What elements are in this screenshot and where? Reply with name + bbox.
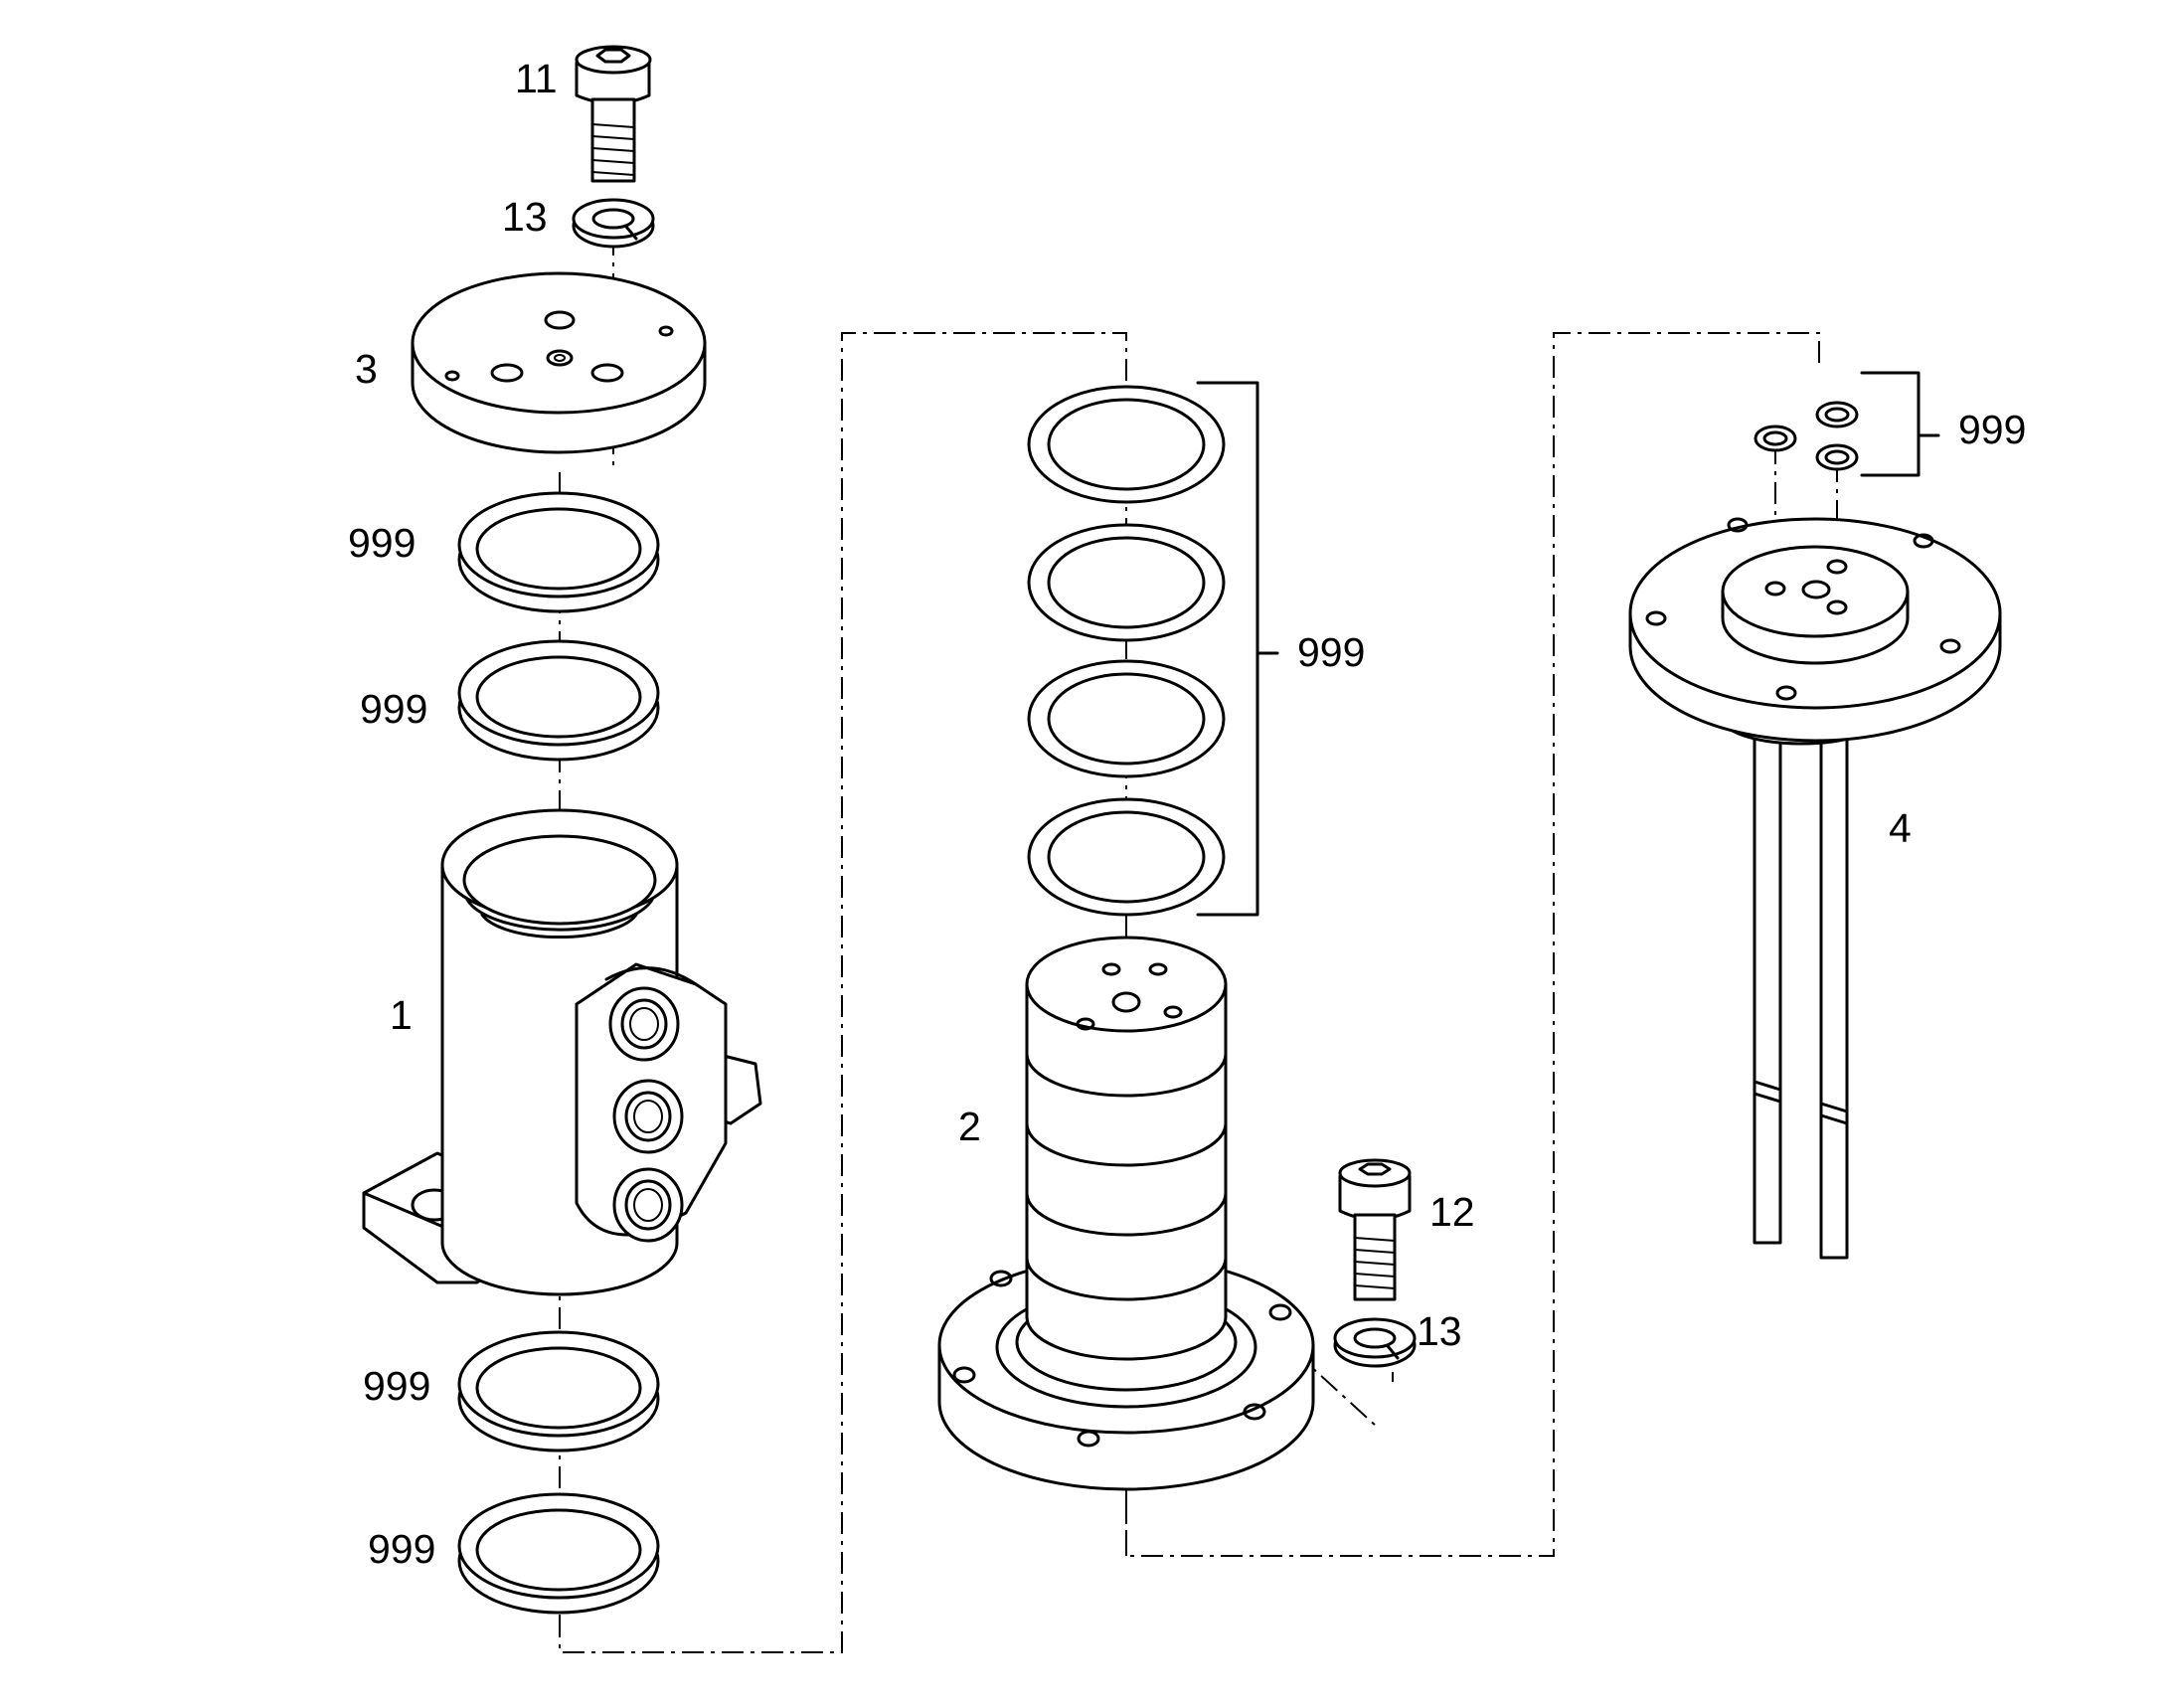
seal-ring-left-2 — [457, 639, 660, 762]
seal-ring-stack — [1027, 381, 1279, 917]
callout-2: 2 — [958, 1104, 981, 1149]
swivel-housing — [362, 808, 762, 1296]
callout-999-b: 999 — [360, 686, 427, 732]
callout-999-small: 999 — [1958, 407, 2026, 452]
callout-13-top: 13 — [502, 194, 548, 240]
callout-4: 4 — [1889, 805, 1912, 851]
cap-screw-mid — [1338, 1158, 1412, 1301]
callout-999-a: 999 — [348, 520, 416, 566]
callout-labels: 11 13 3 999 999 1 999 999 999 2 12 13 99… — [348, 56, 2026, 1572]
cap-screw-top — [575, 45, 652, 183]
callout-1: 1 — [390, 992, 413, 1038]
callout-999-d: 999 — [368, 1526, 435, 1572]
spring-washer-mid — [1333, 1317, 1417, 1368]
distributor-plate — [1628, 517, 2002, 1260]
callout-999-c: 999 — [363, 1363, 430, 1409]
seal-ring-left-4 — [457, 1492, 660, 1615]
callout-3: 3 — [355, 346, 378, 392]
callout-11: 11 — [515, 56, 558, 101]
seal-ring-left-3 — [457, 1330, 660, 1452]
small-seal-rings — [1754, 371, 1940, 477]
callout-999-stack: 999 — [1297, 629, 1365, 675]
callout-13-mid: 13 — [1417, 1308, 1462, 1354]
rotary-shaft — [937, 936, 1315, 1491]
seal-ring-left-1 — [457, 491, 660, 613]
cover-disc — [411, 271, 707, 454]
spring-washer-top — [572, 198, 655, 249]
callout-12: 12 — [1429, 1189, 1475, 1235]
